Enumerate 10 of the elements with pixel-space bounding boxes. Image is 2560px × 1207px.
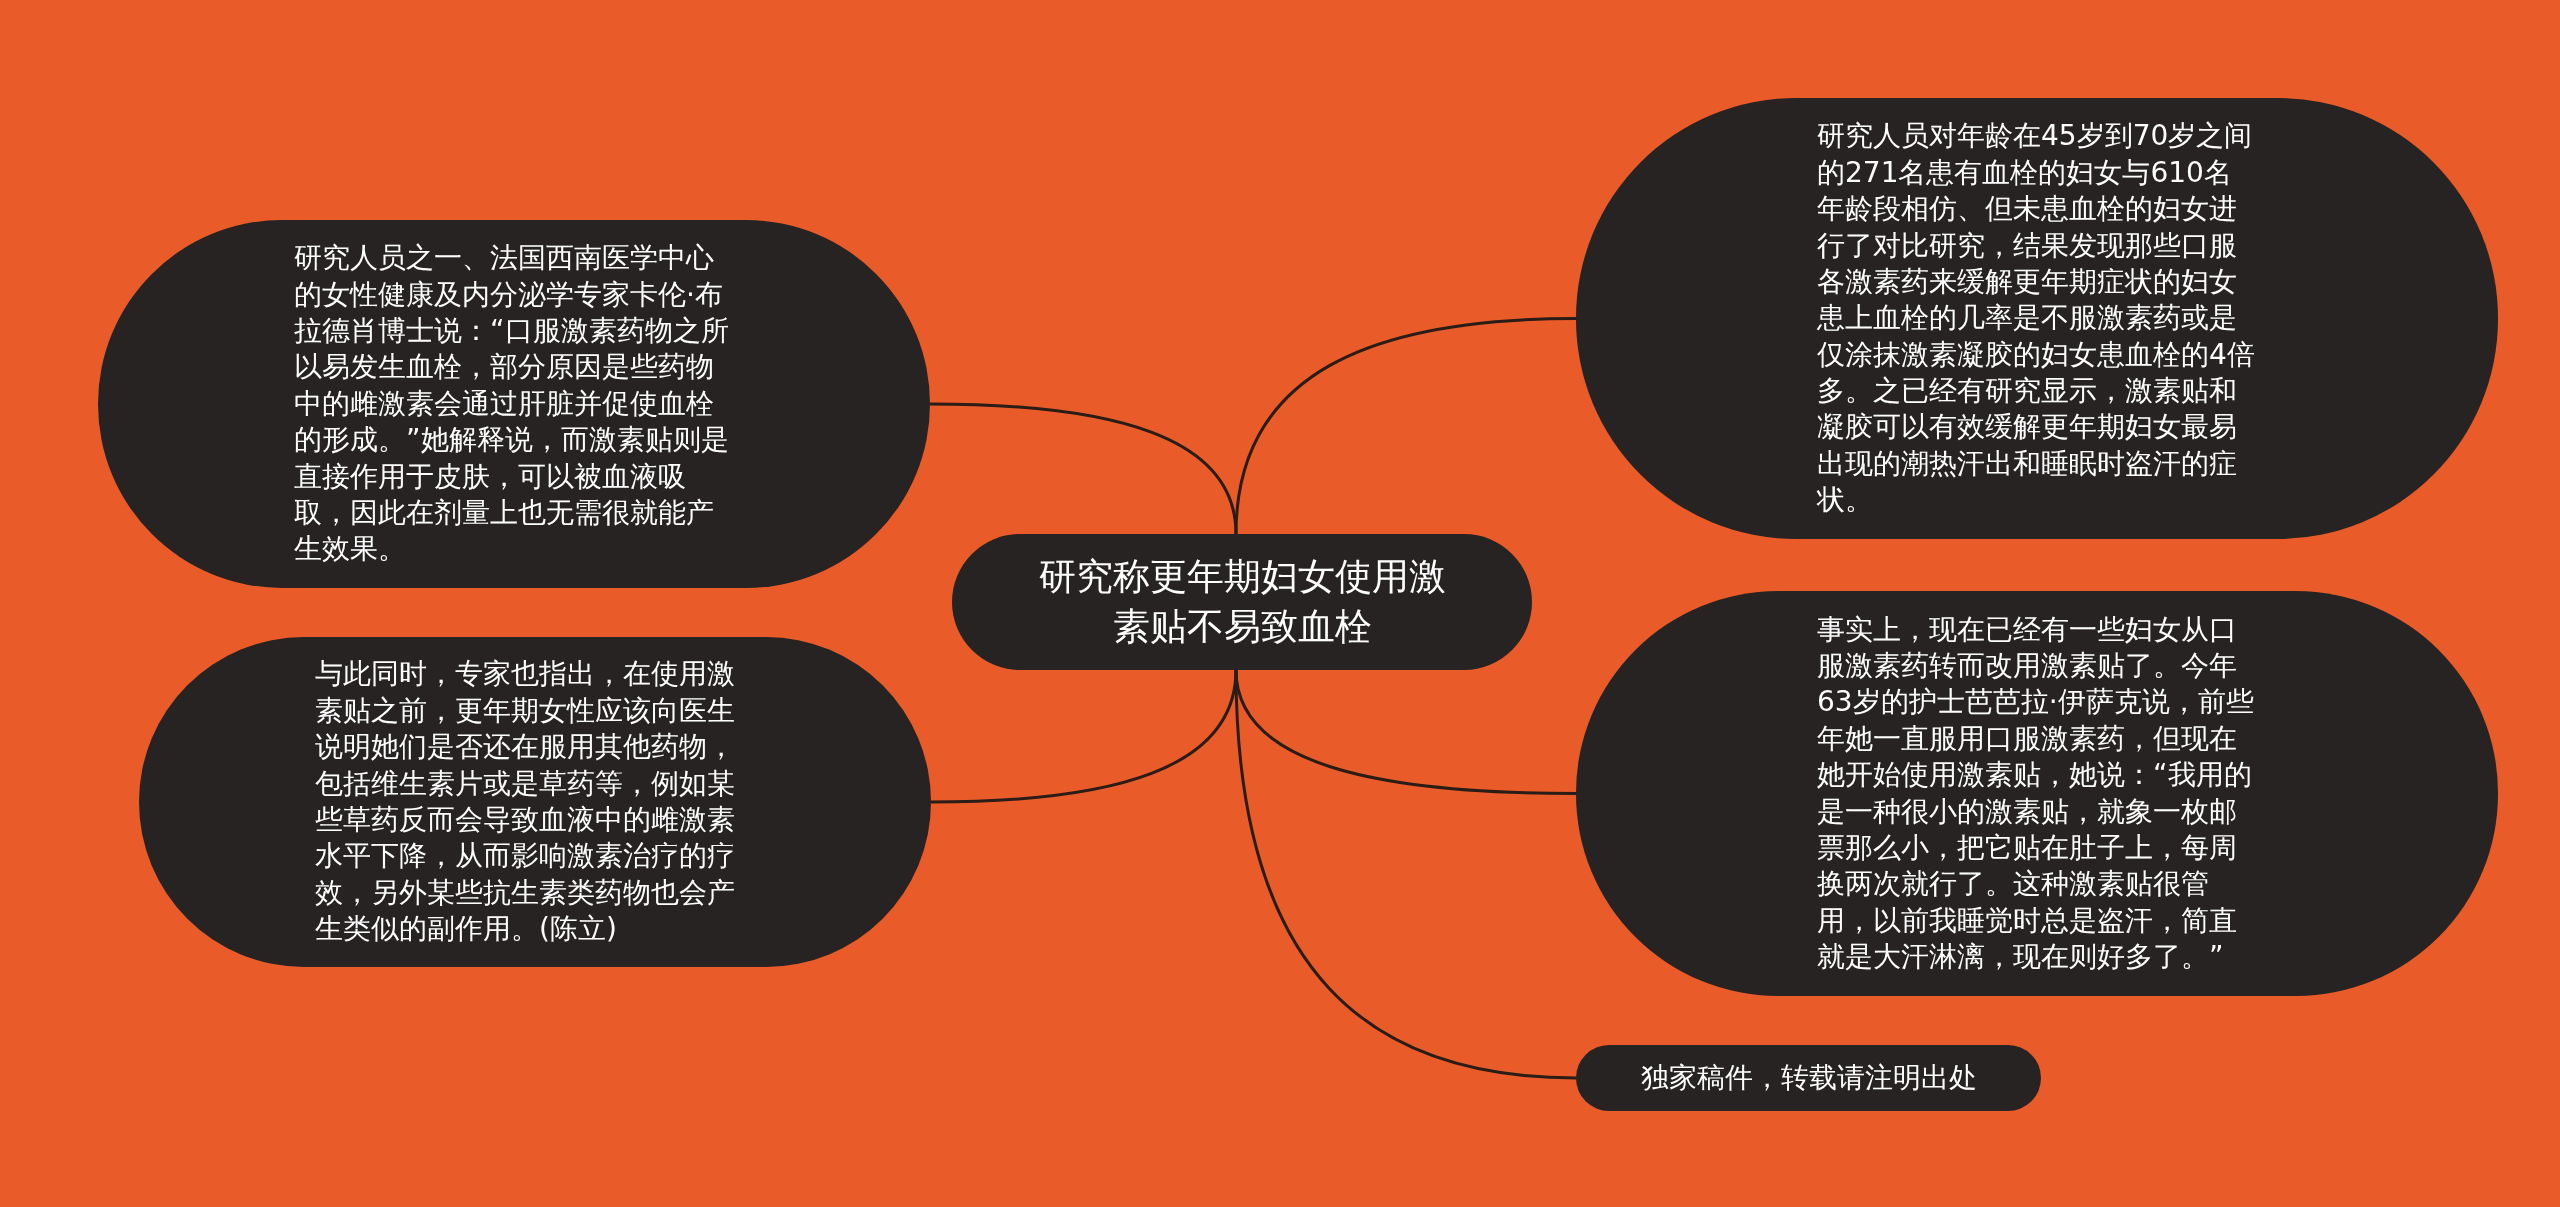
note-box: 独家稿件，转载请注明出处 (1576, 1045, 2041, 1111)
connector-line (930, 669, 1238, 804)
topic-box: 与此同时，专家也指出，在使用激素贴之前，更年期女性应该向医生说明她们是否还在服用其他药物，包括维生素片或是草药等，例如某些草药反而会导致血液中的雌激素水平下降，从而影响激素治疗的疗效，另外某些抗生素类药物也会产生类似的副作用。(陈立) (139, 637, 931, 967)
topic-box: 研究人员之一、法国西南医学中心的女性健康及内分泌学专家卡伦·布拉德肖博士说：“口服激素药物之所以易发生血栓，部分原因是些药物中的雌激素会通过肝脏并促使血栓的形成。”她解释说，而激素贴则是直接作用于皮肤，可以被血液吸取，因此在剂量上也无需很就能产生效果。 (98, 220, 930, 588)
topic-box: 事实上，现在已经有一些妇女从口服激素药转而改用激素贴了。今年63岁的护士芭芭拉·伊萨克说，前些年她一直服用口服激素药，但现在她开始使用激素贴，她说：“我用的是一种很小的激素贴，就象一枚邮票那么小，把它贴在肚子上，每周换两次就行了。这种激素贴很管用，以前我睡觉时总是盗汗，简直就是大汗淋漓，现在则好多了。” (1576, 591, 2498, 996)
central-topic-box: 研究称更年期妇女使用激素贴不易致血栓 (952, 534, 1532, 670)
topic-box: 研究人员对年龄在45岁到70岁之间的271名患有血栓的妇女与610名年龄段相仿、但未患血栓的妇女进行了对比研究，结果发现那些口服各激素药来缓解更年期症状的妇女患上血栓的几率是不服激素药或是仅涂抹激素凝胶的妇女患血栓的4倍多。之已经有研究显示，激素贴和凝胶可以有效缓解更年期妇女最易出现的潮热汗出和睡眠时盗汗的症状。 (1576, 98, 2498, 539)
connector-line (1234, 669, 1577, 1080)
connector-line (929, 402, 1238, 535)
connector-line (1234, 317, 1577, 535)
